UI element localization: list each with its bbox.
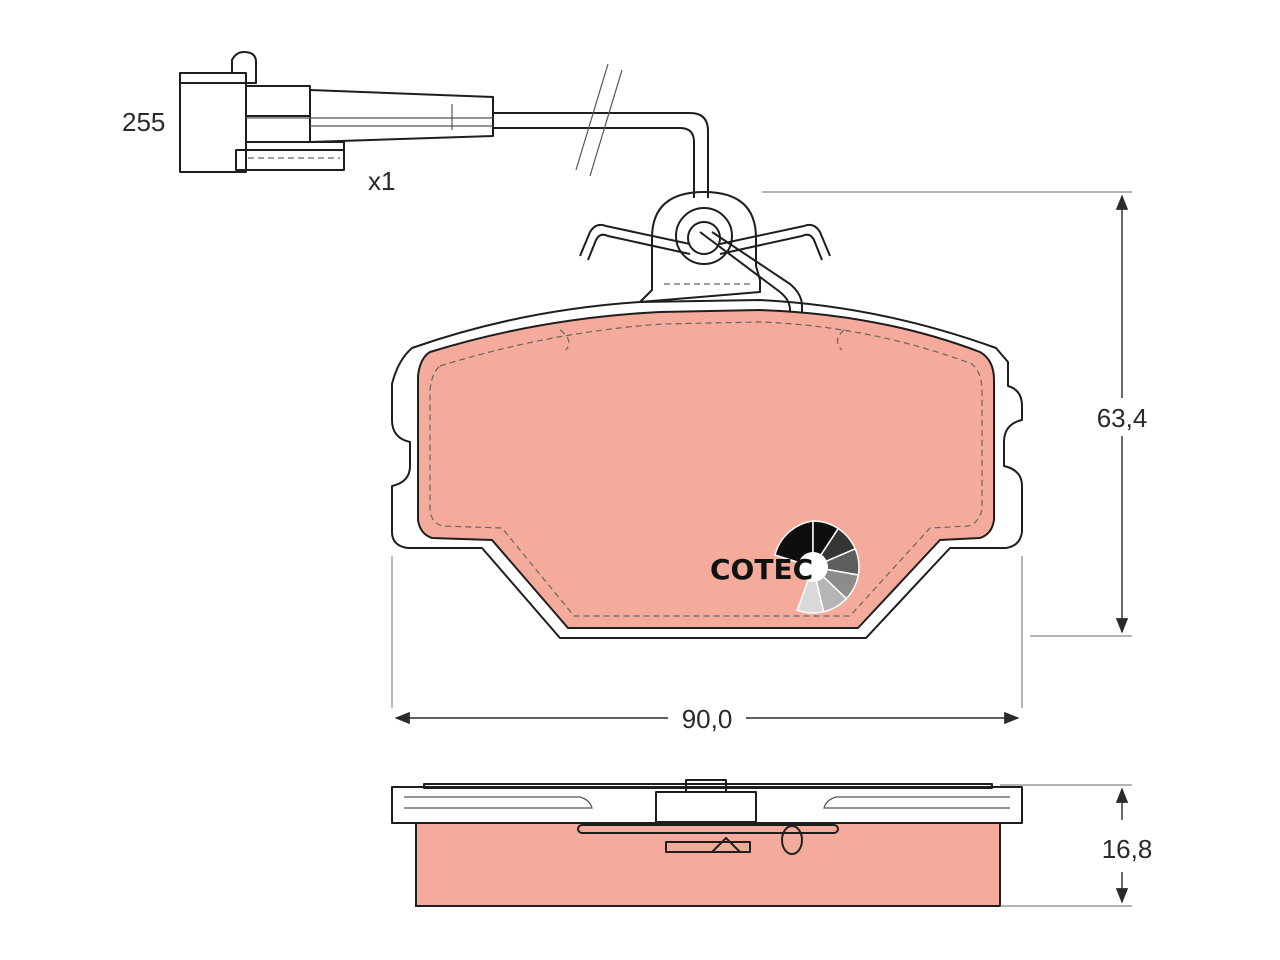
- width-label: 90,0: [682, 704, 733, 734]
- sensor-tab: [639, 191, 761, 303]
- height-label: 63,4: [1097, 403, 1148, 433]
- backing-plate: [391, 299, 1023, 639]
- sensor-quantity-label: x1: [368, 166, 395, 196]
- thickness-label: 16,8: [1102, 834, 1153, 864]
- friction-material: [417, 309, 995, 629]
- cotec-logo-text: COTEC: [710, 553, 813, 586]
- sensor-length-label: 255: [122, 107, 165, 137]
- height-dimension: 63,4: [762, 191, 1148, 637]
- cotec-logo: COTEC: [710, 520, 860, 614]
- width-dimension: 90,0: [391, 556, 1023, 734]
- brake-pad-side-view: [391, 779, 1023, 907]
- sensor-wire: [493, 63, 709, 198]
- side-friction-material: [415, 822, 1001, 907]
- wear-sensor-connector: [179, 51, 494, 173]
- brake-pad-front-view: [391, 299, 1023, 639]
- thickness-dimension: 16,8: [1000, 784, 1153, 907]
- spring-clip: [579, 223, 831, 423]
- cotec-wedge-segment: [796, 564, 825, 614]
- friction-dashed-inner: [429, 321, 983, 617]
